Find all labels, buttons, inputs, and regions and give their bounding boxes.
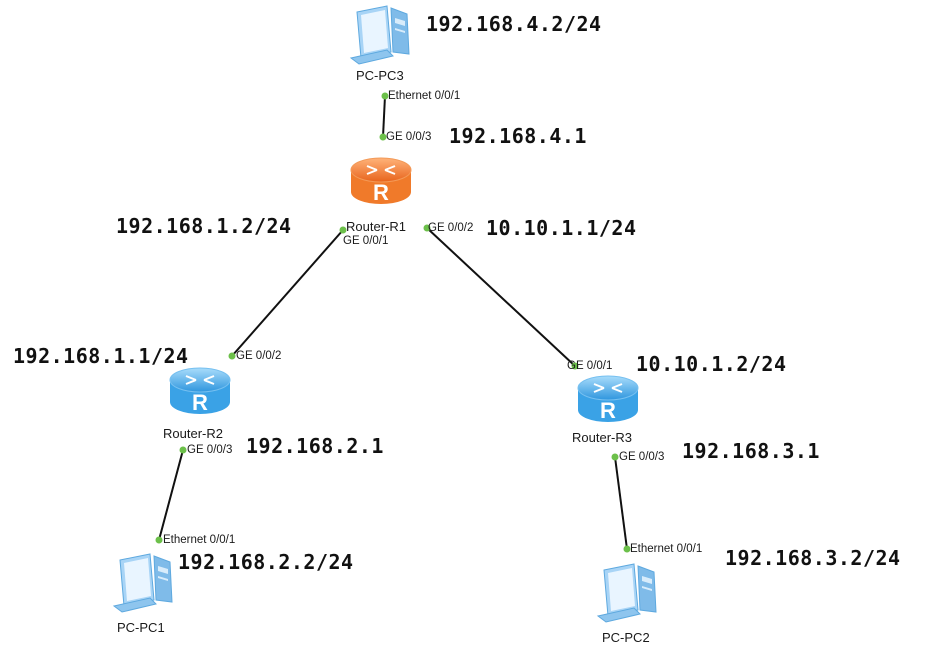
- svg-text:R: R: [600, 398, 616, 423]
- link-r2-pc1[interactable]: [158, 449, 184, 541]
- port-dot-r1-ge001: [339, 226, 347, 234]
- router-r2[interactable]: R: [168, 362, 232, 418]
- device-label-pc2: PC-PC2: [602, 630, 650, 645]
- link-pc3-r1[interactable]: [382, 95, 386, 138]
- router-icon: R: [169, 367, 231, 415]
- port-label-pc3-eth: Ethernet 0/0/1: [388, 90, 461, 102]
- pc-pc3[interactable]: [347, 4, 417, 66]
- port-label-r2-ge002: GE 0/0/2: [236, 350, 282, 362]
- device-label-pc3: PC-PC3: [356, 68, 404, 83]
- port-label-pc2-eth: Ethernet 0/0/1: [630, 543, 703, 555]
- port-dot-r1-ge002: [423, 224, 431, 232]
- router-icon: R: [577, 375, 639, 423]
- link-r1-r2[interactable]: [231, 229, 344, 357]
- port-dot-pc1-eth: [155, 536, 163, 544]
- svg-text:R: R: [373, 180, 389, 205]
- ip-label-r3-ge001: 10.10.1.2/24: [636, 352, 787, 376]
- pc-icon: [349, 5, 410, 65]
- port-dot-pc2-eth: [623, 545, 631, 553]
- port-dot-r3-ge001: [571, 362, 579, 370]
- device-label-r1: Router-R1: [346, 219, 406, 234]
- pc-icon: [112, 553, 173, 613]
- port-label-pc1-eth: Ethernet 0/0/1: [163, 534, 236, 546]
- ip-label-r2-ge002: 192.168.1.1/24: [13, 344, 189, 368]
- router-r3[interactable]: R: [576, 370, 640, 426]
- device-label-pc1: PC-PC1: [117, 620, 165, 635]
- port-label-r1-ge003: GE 0/0/3: [386, 131, 432, 143]
- device-label-r2: Router-R2: [163, 426, 223, 441]
- ip-label-pc1: 192.168.2.2/24: [178, 550, 354, 574]
- port-dot-r1-ge003: [379, 133, 387, 141]
- ip-label-pc3: 192.168.4.2/24: [426, 12, 602, 36]
- port-label-r1-ge002: GE 0/0/2: [428, 222, 474, 234]
- router-icon: R: [350, 157, 412, 205]
- ip-label-r1-ge002: 10.10.1.1/24: [486, 216, 637, 240]
- port-label-r2-ge003: GE 0/0/3: [187, 444, 233, 456]
- ip-label-r2-ge003: 192.168.2.1: [246, 434, 384, 458]
- port-dot-pc3-eth: [381, 92, 389, 100]
- port-dot-r2-ge003: [179, 446, 187, 454]
- link-r3-pc2[interactable]: [614, 456, 628, 550]
- device-label-r3: Router-R3: [572, 430, 632, 445]
- ip-label-r3-ge003: 192.168.3.1: [682, 439, 820, 463]
- ip-label-r1-ge001: 192.168.1.2/24: [116, 214, 292, 238]
- port-label-r3-ge001: GE 0/0/1: [567, 360, 613, 372]
- port-label-r1-ge001: GE 0/0/1: [343, 235, 389, 247]
- router-r1[interactable]: R: [349, 152, 413, 208]
- ip-label-r1-ge003: 192.168.4.1: [449, 124, 587, 148]
- pc-pc2[interactable]: [594, 562, 664, 624]
- port-dot-r3-ge003: [611, 453, 619, 461]
- port-dot-r2-ge002: [228, 352, 236, 360]
- pc-icon: [596, 563, 657, 623]
- pc-pc1[interactable]: [110, 552, 180, 614]
- link-r1-r3[interactable]: [426, 227, 576, 367]
- svg-text:R: R: [192, 390, 208, 415]
- port-label-r3-ge003: GE 0/0/3: [619, 451, 665, 463]
- ip-label-pc2: 192.168.3.2/24: [725, 546, 901, 570]
